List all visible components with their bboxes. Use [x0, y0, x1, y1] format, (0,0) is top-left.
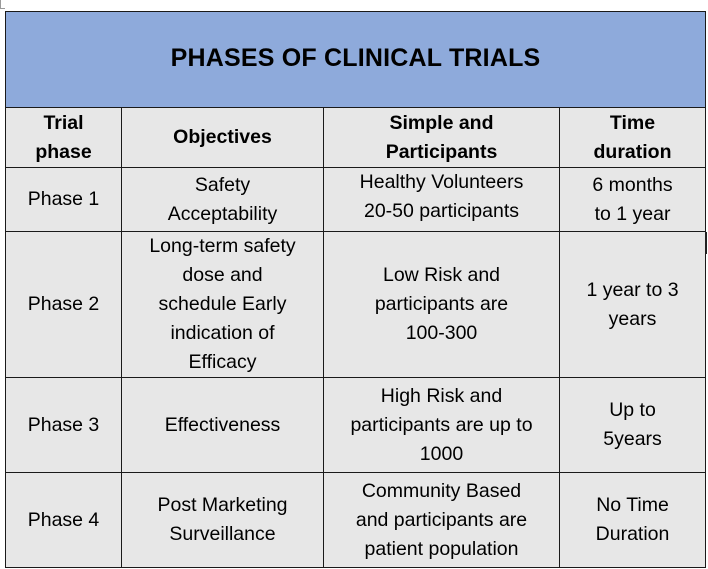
header-phase-line-1: Trial: [43, 111, 84, 134]
duration-line: Up to: [609, 399, 656, 421]
participants-cell: Low Risk and participants are 100-300: [323, 231, 560, 378]
table-row: Phase 3 Effectiveness High Risk and part…: [5, 377, 707, 473]
participants-line: patient population: [364, 537, 519, 560]
duration-cell: 1 year to 3 years: [558, 231, 707, 378]
objectives-line: dose and: [182, 264, 263, 286]
objectives-line: schedule Early: [158, 293, 287, 315]
participants-line: Low Risk and: [382, 264, 501, 286]
participants-line: Community Based: [361, 479, 522, 502]
duration-cell: No Time Duration: [558, 472, 707, 568]
participants-line: 100-300: [405, 322, 478, 344]
header-row: Trial phase Objectives Simple and Partic…: [5, 107, 707, 168]
participants-line: 20-50 participants: [363, 200, 519, 222]
phase-text: Phase 2: [27, 293, 100, 315]
objectives-line: Post Marketing: [157, 494, 288, 516]
duration-cell: 6 months to 1 year: [558, 167, 707, 232]
header-duration-line-2: duration: [593, 140, 672, 163]
header-objectives-line-1: Objectives: [173, 126, 272, 148]
phase-cell: Phase 4: [5, 472, 122, 568]
duration-line: No Time: [596, 494, 669, 516]
objectives-line: Long-term safety: [149, 235, 296, 257]
duration-line: 1 year to 3: [586, 278, 679, 301]
header-participants: Simple and Participants: [323, 107, 560, 168]
objectives-cell: Post Marketing Surveillance: [121, 472, 324, 568]
header-duration: Time duration: [558, 107, 707, 168]
header-phase: Trial phase: [5, 107, 122, 168]
objectives-line: Acceptability: [167, 202, 278, 225]
duration-line: to 1 year: [594, 202, 671, 225]
objectives-line: Safety: [194, 173, 251, 196]
objectives-cell: Effectiveness: [121, 377, 324, 473]
duration-cell: Up to 5years: [558, 377, 707, 473]
phase-text: Phase 4: [27, 508, 100, 531]
resize-handle[interactable]: [705, 232, 707, 254]
duration-line: 5years: [603, 428, 662, 450]
title-row: PHASES OF CLINICAL TRIALS: [4, 11, 707, 108]
clinical-trials-table: PHASES OF CLINICAL TRIALS Trial phase Ob…: [4, 11, 707, 568]
phase-cell: Phase 2: [5, 231, 122, 378]
table-row: Phase 4 Post Marketing Surveillance Comm…: [5, 472, 707, 568]
header-participants-line-1: Simple and: [389, 111, 494, 134]
header-objectives: Objectives: [121, 107, 324, 168]
participants-line: 1000: [419, 442, 464, 465]
objectives-cell: Safety Acceptability: [121, 167, 324, 232]
duration-line: 6 months: [592, 173, 673, 196]
table-row: Phase 2 Long-term safety dose and schedu…: [5, 231, 707, 378]
table-title-cell: PHASES OF CLINICAL TRIALS: [4, 11, 707, 108]
objectives-line: Surveillance: [169, 523, 276, 545]
objectives-cell: Long-term safety dose and schedule Early…: [121, 231, 324, 378]
header-participants-line-2: Participants: [385, 140, 498, 163]
participants-line: participants are: [374, 293, 509, 315]
objectives-line: Efficacy: [188, 351, 257, 373]
participants-line: High Risk and: [380, 384, 503, 407]
participants-cell: Community Based and participants are pat…: [323, 472, 560, 568]
duration-line: Duration: [595, 523, 670, 545]
objectives-line: Effectiveness: [164, 413, 281, 436]
table-row: Phase 1 Safety Acceptability Healthy Vol…: [5, 167, 707, 232]
header-phase-line-2: phase: [35, 140, 92, 163]
phase-text: Phase 3: [27, 413, 100, 436]
phase-text: Phase 1: [27, 188, 100, 210]
participants-line: participants are up to: [350, 413, 533, 436]
table-title: PHASES OF CLINICAL TRIALS: [170, 44, 541, 72]
participants-line: Healthy Volunteers: [359, 171, 524, 193]
participants-cell: Healthy Volunteers 20-50 participants: [323, 167, 560, 232]
corner-mark: [0, 0, 5, 9]
phase-cell: Phase 3: [5, 377, 122, 473]
header-duration-line-1: Time: [609, 111, 656, 134]
objectives-line: indication of: [170, 322, 275, 344]
participants-line: and participants are: [355, 508, 528, 531]
phase-cell: Phase 1: [5, 167, 122, 232]
duration-line: years: [608, 307, 657, 330]
participants-cell: High Risk and participants are up to 100…: [323, 377, 560, 473]
